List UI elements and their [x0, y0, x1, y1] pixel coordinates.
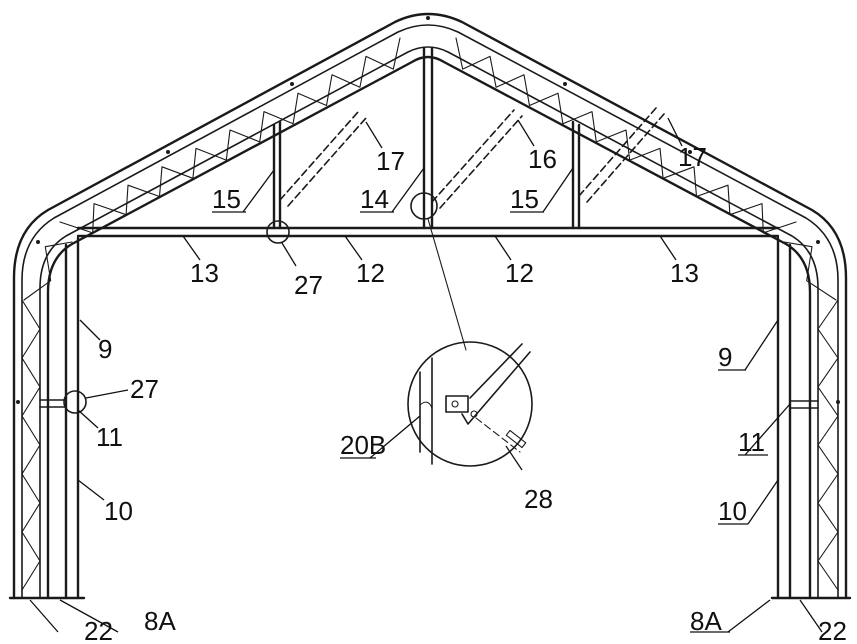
truss-web-segment — [817, 299, 839, 591]
label-8a-right: 8A — [690, 606, 722, 636]
truss-web-segment — [455, 37, 797, 234]
label-28: 28 — [524, 484, 553, 514]
label-13-right: 13 — [670, 258, 699, 288]
dashed-braces — [279, 107, 665, 209]
label-10-left: 10 — [104, 496, 133, 526]
label-12-right: 12 — [505, 258, 534, 288]
truss-web-segment — [21, 299, 41, 591]
label-13-left: 13 — [190, 258, 219, 288]
label-15-left: 15 — [212, 184, 241, 214]
detail-markers — [63, 192, 467, 414]
queen-posts — [272, 120, 581, 230]
label-22-left: 22 — [84, 616, 113, 644]
label-9-right: 9 — [718, 342, 732, 372]
truss-web-segment — [783, 241, 837, 301]
label-15-right: 15 — [510, 184, 539, 214]
king-post — [422, 46, 434, 230]
pin-dots — [16, 16, 840, 404]
label-11-left: 11 — [96, 422, 123, 452]
label-underlines — [212, 211, 768, 633]
label-16: 16 — [528, 144, 557, 174]
outer-truss — [12, 12, 848, 600]
leader-lines — [29, 117, 823, 633]
label-27-top: 27 — [294, 270, 323, 300]
part-labels: 13 27 12 12 13 15 14 15 17 16 17 9 27 11… — [84, 142, 847, 644]
label-14: 14 — [360, 184, 389, 214]
label-20b: 20B — [340, 430, 386, 460]
truss-web-segment — [23, 241, 73, 301]
right-post — [776, 236, 792, 600]
truss-web-segment — [59, 37, 401, 234]
label-8a-left: 8A — [144, 606, 176, 636]
side-bars — [39, 399, 819, 409]
label-9-left: 9 — [98, 334, 112, 364]
label-10-right: 10 — [718, 496, 747, 526]
truss-webbing — [21, 37, 839, 591]
label-11-right: 11 — [738, 427, 765, 457]
label-22-right: 22 — [818, 616, 847, 644]
detail-view — [407, 341, 533, 467]
label-12-left: 12 — [356, 258, 385, 288]
label-17-right: 17 — [678, 142, 707, 172]
ridge-beam — [76, 226, 780, 238]
left-post — [64, 236, 80, 600]
label-27-left: 27 — [130, 374, 159, 404]
label-17-left: 17 — [376, 146, 405, 176]
